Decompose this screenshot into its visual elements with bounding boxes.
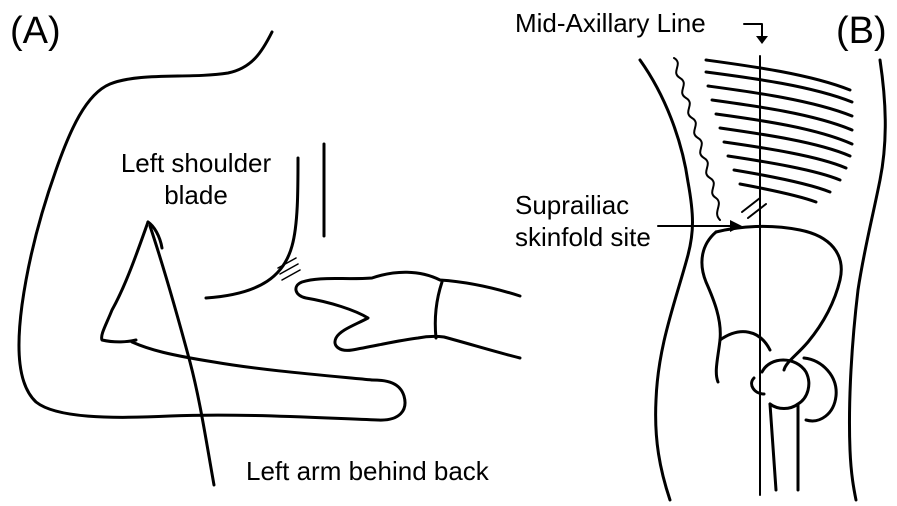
- suprailiac-label: Suprailiac skinfold site: [515, 192, 651, 250]
- suprailiac-label-line2: skinfold site: [515, 224, 651, 250]
- suprailiac-arrowhead: [730, 220, 742, 232]
- panel-b-label: (B): [836, 12, 887, 50]
- mid-axillary-line-label: Mid-Axillary Line: [515, 10, 706, 36]
- femur-shaft: [770, 404, 798, 490]
- body-outline-left: [640, 60, 693, 500]
- shoulder-blade-label-line2: blade: [104, 182, 288, 208]
- rib-cage: [706, 60, 852, 202]
- shoulder-blade-label: Left shoulder blade: [104, 150, 288, 208]
- panel-a-label: (A): [10, 12, 61, 50]
- mid-axillary-arrowhead: [756, 36, 768, 44]
- panel-b-illustration: [640, 24, 885, 500]
- suprailiac-label-line1: Suprailiac: [515, 192, 651, 218]
- femur-neck: [752, 378, 764, 394]
- mid-axillary-pointer: [744, 24, 762, 38]
- sleeve-cuff: [435, 282, 442, 338]
- pubic-curve: [720, 332, 770, 350]
- scapula-shape: [102, 222, 148, 342]
- panel-a-illustration: [19, 32, 520, 485]
- iliac-crest: [716, 226, 841, 370]
- wavy-skin-line: [674, 58, 720, 220]
- arm-behind-back-label: Left arm behind back: [246, 458, 489, 484]
- pointing-hand: [296, 272, 520, 358]
- shoulder-blade-label-line1: Left shoulder: [104, 150, 288, 176]
- pelvis-inner: [702, 232, 720, 382]
- body-outline-right: [849, 60, 885, 500]
